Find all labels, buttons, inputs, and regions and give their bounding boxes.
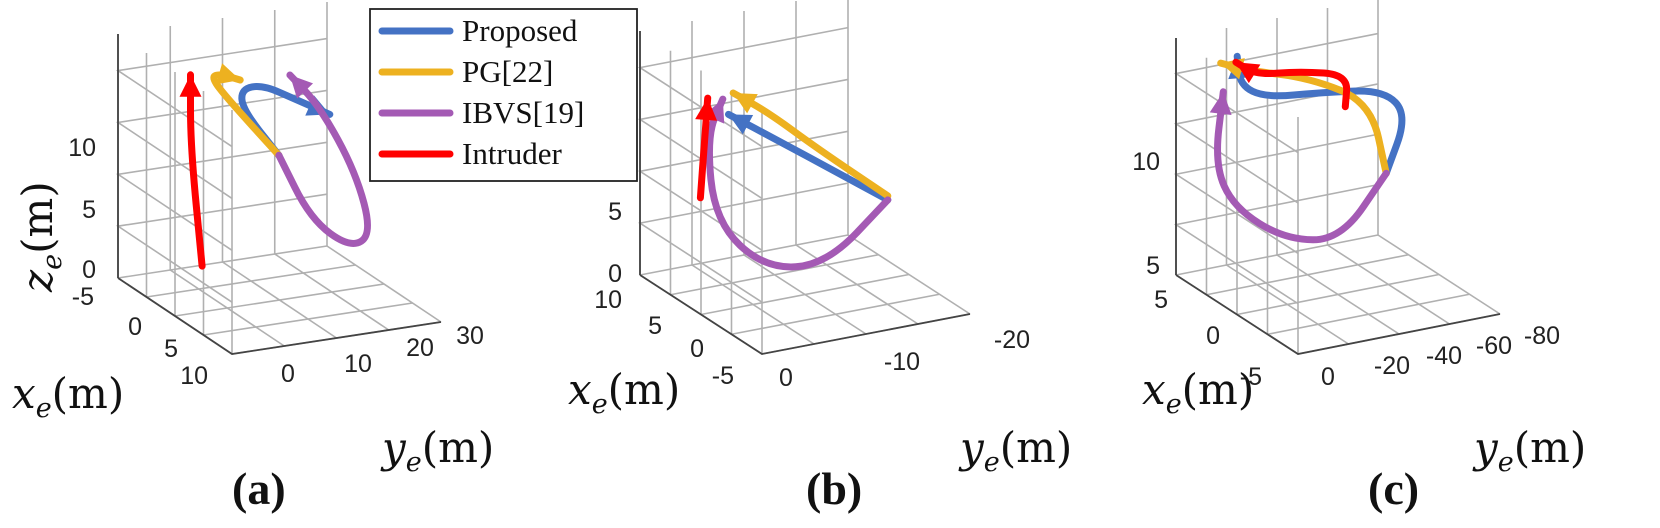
z-tick-label: 0: [608, 260, 622, 288]
x-axis-label: xe(m): [1142, 365, 1254, 420]
x-axis-label: xe(m): [12, 369, 124, 424]
y-tick-label: 0: [779, 364, 793, 392]
y-tick-label: 10: [344, 350, 372, 378]
x-tick-label: 5: [1154, 286, 1168, 314]
series-ibvs-19--trajectory: [1214, 88, 1390, 244]
series-proposed-trajectory: [1233, 52, 1406, 177]
legend-entry: Proposed: [378, 13, 578, 48]
y-tick-label: -60: [1476, 332, 1512, 360]
legend-label: Proposed: [462, 13, 578, 48]
y-tick-label: -10: [884, 348, 920, 376]
y-tick-label: -20: [994, 326, 1030, 354]
series-proposed-trajectory: [725, 110, 892, 204]
panel-label: (b): [806, 463, 862, 514]
series-arrowhead: [695, 98, 718, 121]
x-tick-label: 5: [648, 312, 662, 340]
series-arrowhead: [216, 63, 241, 85]
y-tick-label: 30: [456, 322, 484, 350]
series-arrowhead: [179, 74, 202, 97]
z-axis-label: ze(m): [13, 181, 68, 293]
axis-edge: [117, 277, 442, 355]
x-tick-label: 10: [594, 286, 622, 314]
x-tick-label: 0: [690, 335, 704, 363]
series-proposed-trajectory: [238, 83, 334, 159]
floor-gridline: [326, 245, 442, 323]
y-tick-label: -40: [1426, 342, 1462, 370]
x-tick-label: -5: [72, 283, 94, 311]
series-intruder-trajectory: [696, 94, 712, 202]
series-pg-22--trajectory: [729, 89, 892, 200]
floor-gridline: [169, 269, 285, 347]
legend-label: Intruder: [462, 136, 563, 171]
series-ibvs-19--trajectory: [275, 71, 371, 247]
x-tick-label: 10: [180, 362, 208, 390]
floor-gridline: [274, 253, 390, 331]
y-tick-label: -80: [1524, 322, 1560, 350]
x-axis-label: xe(m): [568, 365, 680, 420]
series-arrowhead: [733, 93, 758, 114]
legend-entry: PG[22]: [378, 54, 553, 89]
floor-gridline: [1226, 264, 1349, 345]
floor-gridline: [691, 264, 815, 345]
x-tick-label: 0: [1206, 322, 1220, 350]
series-ibvs-19--trajectory: [705, 95, 892, 271]
floor-gridline: [743, 254, 867, 335]
floor-gridline: [1377, 234, 1501, 315]
series-arrowhead: [704, 99, 725, 124]
series-arrowhead: [728, 114, 754, 135]
x-tick-label: -5: [712, 362, 734, 390]
legend-entry: Intruder: [378, 136, 563, 171]
series-arrowhead: [289, 75, 314, 99]
axis-edge: [639, 274, 971, 355]
floor-gridline: [795, 244, 919, 325]
x-tick-label: -5: [1240, 363, 1262, 391]
series-arrowhead: [1209, 91, 1232, 115]
z-tick-label: 5: [1146, 252, 1160, 280]
floor-gridline: [1327, 244, 1450, 325]
subplot-b: 05101050-50-10-20 xe(m) ye(m) (b): [568, 0, 1072, 514]
legend-label: IBVS[19]: [462, 95, 584, 130]
legend-label: PG[22]: [462, 54, 553, 89]
y-axis-label: ye(m): [1472, 423, 1586, 478]
z-tick-label: 10: [1132, 148, 1160, 176]
floor-gridline: [1276, 254, 1400, 335]
series-intruder-trajectory: [187, 71, 206, 270]
y-axis-label: ye(m): [380, 423, 494, 478]
floor-gridline: [847, 234, 971, 315]
axis-edge: [1175, 274, 1501, 355]
y-tick-label: -20: [1374, 352, 1410, 380]
z-tick-label: 10: [68, 134, 96, 162]
x-tick-label: 5: [164, 335, 178, 363]
z-tick-label: 5: [82, 196, 96, 224]
y-axis-label: ye(m): [958, 423, 1072, 478]
x-tick-label: 0: [128, 313, 142, 341]
series-intruder-trajectory: [1232, 58, 1351, 111]
y-tick-label: 20: [406, 334, 434, 362]
y-tick-label: 0: [1321, 363, 1335, 391]
legend-entry: IBVS[19]: [378, 95, 584, 130]
y-tick-label: 0: [281, 360, 295, 388]
subplot-c: 5 10 5 0 -5 0 -20 -40 -60 -80 xe(m) ye(m) (c): [1132, 0, 1586, 514]
z-tick-label: 5: [608, 198, 622, 226]
series-arrowhead: [1235, 62, 1261, 84]
panel-label: (a): [232, 463, 286, 514]
panel-label: (c): [1368, 463, 1419, 514]
z-tick-label: 0: [82, 256, 96, 284]
floor-gridline: [222, 261, 337, 339]
